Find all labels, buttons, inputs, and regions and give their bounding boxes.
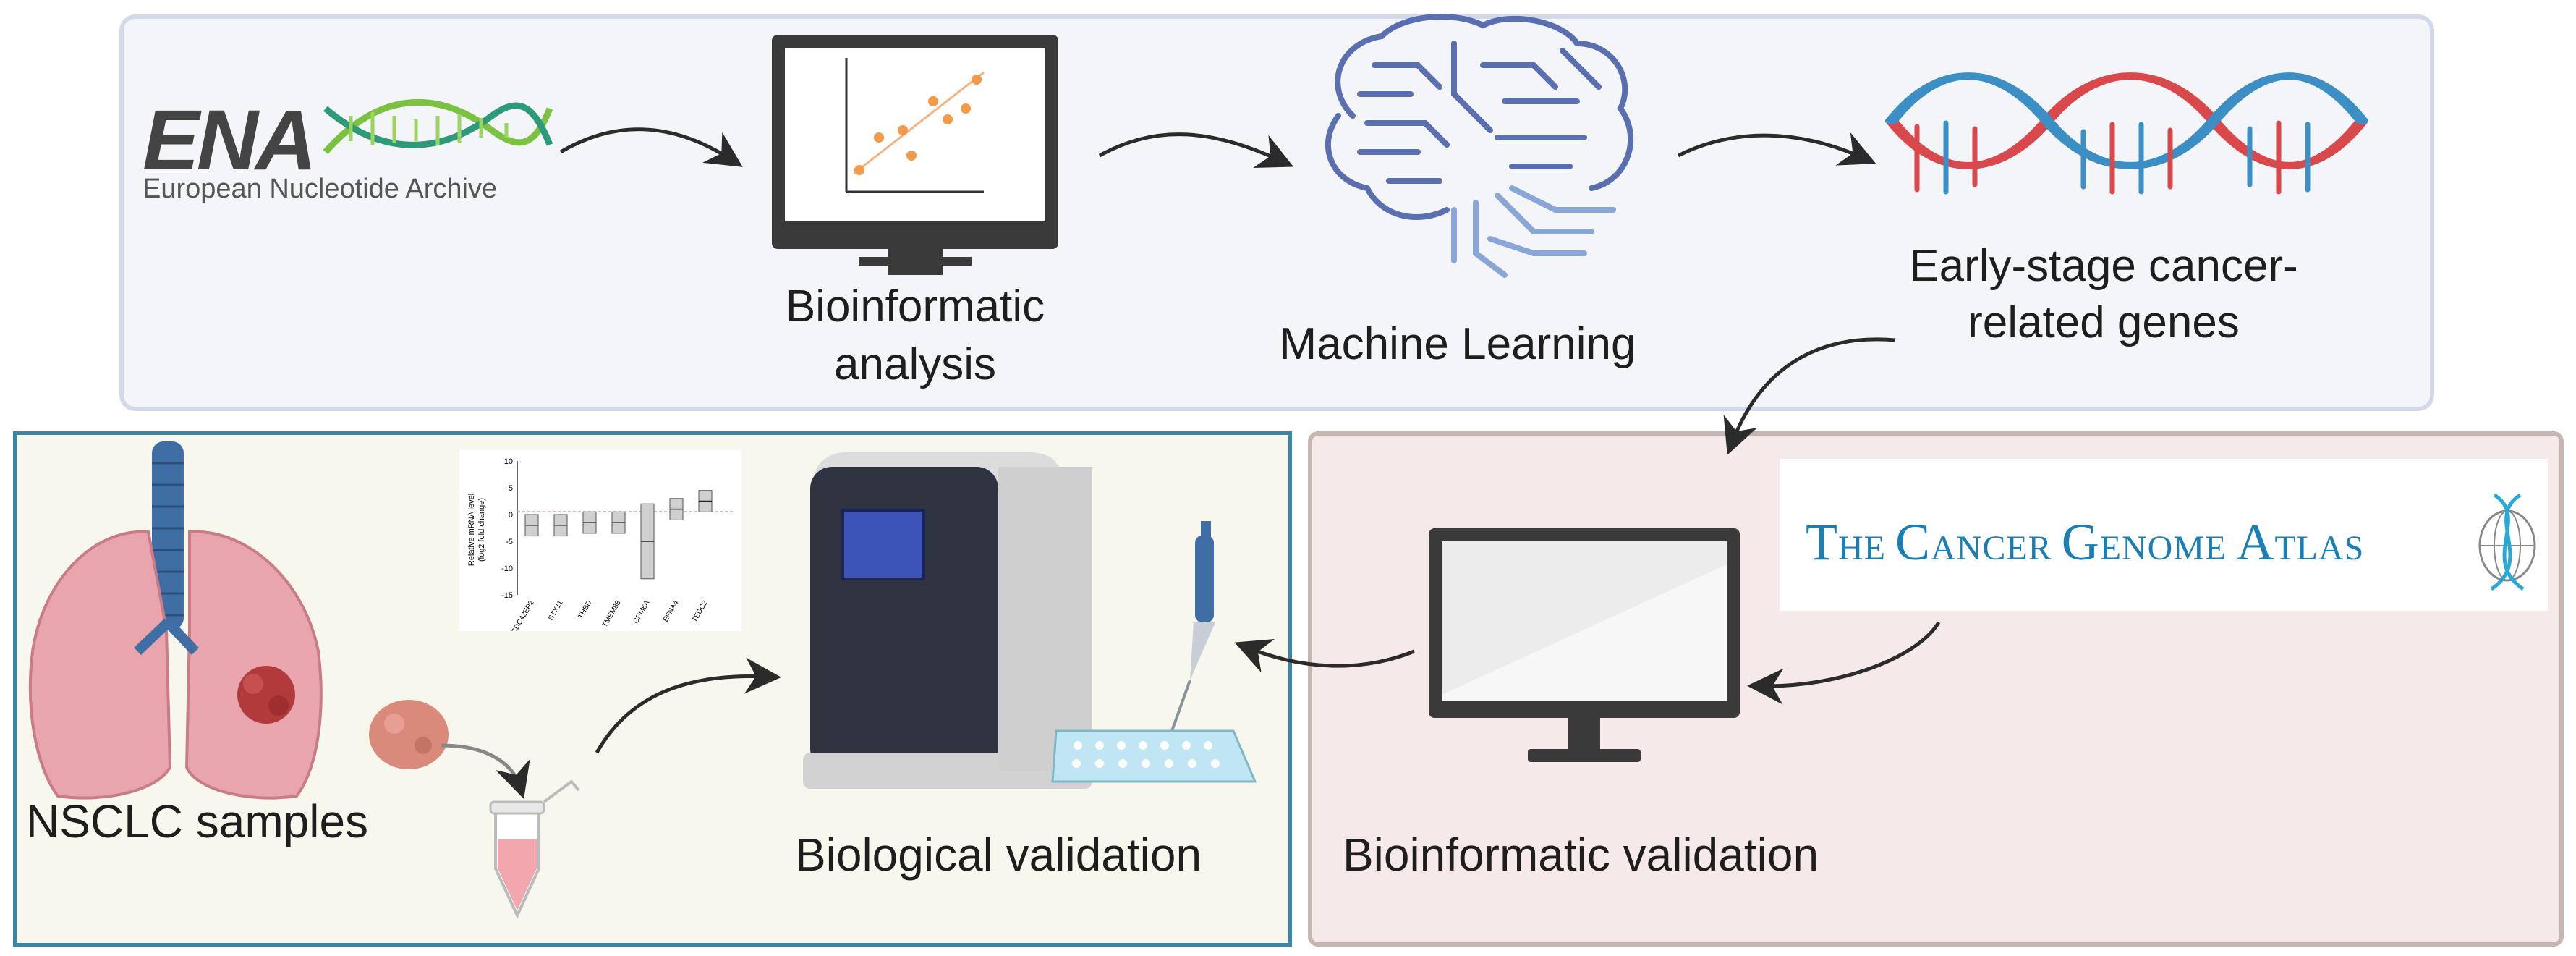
- machine-learning-label: Machine Learning: [1279, 319, 1636, 369]
- ena-name: European Nucleotide Archive: [143, 174, 498, 204]
- arrow-tube-to-pcr: [595, 657, 781, 754]
- boxplot-ytick: 10: [504, 457, 513, 466]
- bioinformatic-validation-label: Bioinformatic validation: [1342, 829, 1819, 881]
- boxplot-ytick: 5: [509, 484, 513, 493]
- boxplot-ylabel-2: (log2 fold change): [477, 498, 486, 562]
- tcga-initial: G: [2061, 513, 2100, 571]
- boxplot-xlabel: THBD: [577, 599, 593, 620]
- sample-tube-icon: [489, 779, 580, 919]
- ena-mark: ENA: [143, 93, 317, 188]
- boxplot-xlabel: STX11: [547, 599, 565, 622]
- ena-logo-icon: [323, 98, 553, 154]
- tcga-word-rest: ANCER: [1931, 529, 2062, 567]
- arrow-ena-to-analysis: [559, 127, 743, 167]
- boxplot-xlabel: EFNA4: [662, 599, 681, 624]
- globe-icon: [2478, 493, 2536, 591]
- well-plate-icon: [1051, 729, 1257, 783]
- tcga-initial: T: [1806, 513, 1838, 571]
- biological-validation-label: Biological validation: [794, 829, 1202, 881]
- qpcr-machine-icon: [803, 452, 1092, 789]
- arrow-tcga-to-monitor: [1747, 621, 1941, 705]
- lungs-icon: [28, 441, 323, 800]
- boxplot-ytick: -15: [501, 591, 513, 600]
- expression-boxplot: 10 5 0 -5 -10 -15 CDC42EP2 STX11 THBD TMEM88 GPM6…: [459, 450, 741, 635]
- boxplot-xlabel: TEDC2: [691, 599, 710, 624]
- arrow-analysis-to-ml: [1098, 132, 1294, 168]
- arrow-monitor-to-pcr: [1234, 638, 1415, 673]
- top-panel: [119, 14, 2434, 411]
- boxplot-xlabel: GPM6A: [632, 599, 652, 625]
- tcga-initial: A: [2236, 513, 2275, 571]
- tcga-word-rest: ENOME: [2099, 529, 2237, 567]
- validation-monitor-icon: [1429, 528, 1740, 762]
- arrow-tissue-to-tube: [441, 743, 530, 800]
- boxplot-ytick: -10: [501, 564, 513, 573]
- tcga-logo: THE CANCER GENOME ATLAS: [1780, 459, 2548, 611]
- boxplot-ytick: -5: [506, 538, 513, 546]
- bioinformatic-analysis-label-line1: Bioinformatic: [785, 282, 1045, 331]
- tcga-logo-text: THE CANCER GENOME ATLAS: [1806, 512, 2364, 572]
- boxplot-xlabel: TMEM88: [601, 599, 623, 629]
- boxplot-xlabel: CDC42EP2: [510, 599, 536, 631]
- boxplot-ylabel-1: Relative mRNA level: [467, 494, 476, 566]
- scatter-monitor-icon: [772, 35, 1058, 275]
- arrow-genes-to-validation: [1723, 337, 1896, 455]
- boxplot-ytick: 0: [509, 511, 513, 520]
- pipette-icon: [1170, 521, 1215, 732]
- dna-helix-icon: [1885, 72, 2368, 195]
- tcga-word-rest: HE: [1837, 529, 1895, 567]
- brain-circuit-icon: [1325, 14, 1634, 278]
- arrow-ml-to-genes: [1677, 132, 1876, 166]
- genes-label-line2: related genes: [1968, 297, 2240, 347]
- boxplot-svg: 10 5 0 -5 -10 -15 CDC42EP2 STX11 THBD TMEM88 GPM6…: [467, 457, 734, 635]
- bioinformatic-analysis-label-line2: analysis: [834, 339, 996, 389]
- tcga-word-rest: TLAS: [2274, 529, 2365, 567]
- tcga-initial: C: [1895, 513, 1931, 571]
- genes-label-line1: Early-stage cancer-: [1909, 241, 2298, 291]
- tissue-sample-icon: [369, 700, 449, 769]
- nsclc-samples-label: NSCLC samples: [26, 795, 369, 847]
